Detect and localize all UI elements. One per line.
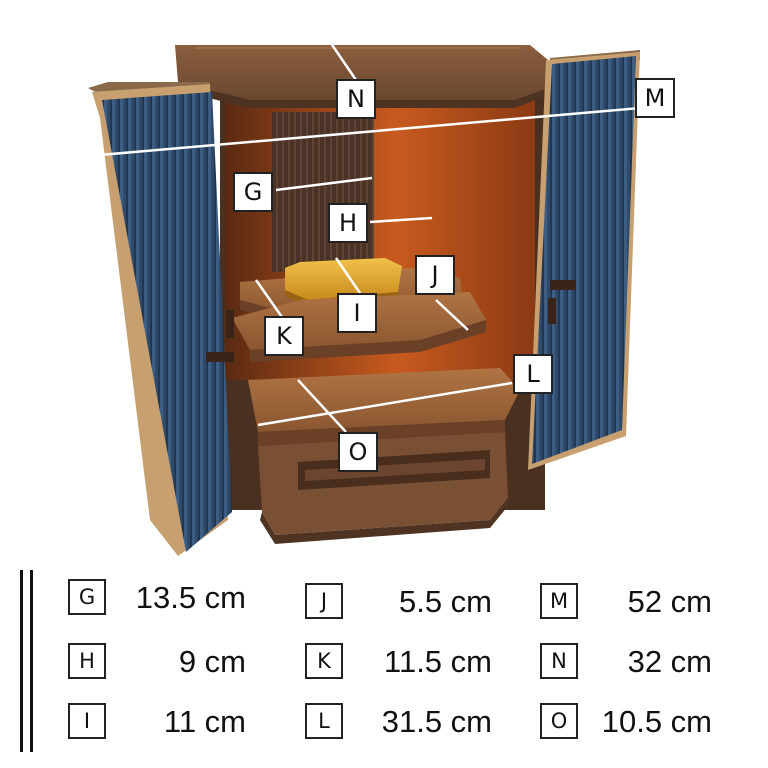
callout-g: G [233, 172, 273, 212]
legend-box-o: O [540, 703, 578, 739]
legend-box-k: K [305, 643, 343, 679]
legend-value-o: 10.5 cm [601, 704, 712, 739]
lower-platform [248, 368, 520, 544]
callout-m: M [635, 78, 675, 118]
legend-value-j: 5.5 cm [398, 584, 492, 619]
legend-value-k: 11.5 cm [384, 644, 492, 679]
legend-box-h: H [68, 643, 106, 679]
legend-divider-left [20, 570, 23, 752]
callout-h: H [328, 203, 368, 243]
legend-value-n: 32 cm [627, 644, 712, 679]
callout-k: K [264, 316, 304, 356]
measurement-lines [99, 29, 641, 433]
line-j [435, 299, 469, 331]
callout-i: I [337, 293, 377, 333]
legend-box-m: M [540, 583, 578, 619]
callout-j: J [415, 255, 455, 295]
legend-box-l: L [305, 703, 343, 739]
legend-box-i: I [68, 703, 106, 739]
line-g [275, 176, 373, 192]
legend-divider-right [30, 570, 33, 752]
legend-value-g: 13.5 cm [135, 580, 246, 615]
callout-o: O [338, 432, 378, 472]
right-door [528, 50, 640, 470]
line-k [254, 279, 286, 321]
line-m [99, 106, 641, 157]
line-l [257, 381, 513, 427]
legend-box-j: J [305, 583, 343, 619]
line-n [320, 29, 358, 81]
line-o [297, 379, 347, 433]
line-h [369, 216, 433, 224]
cabinet-illustration: N M G H J I K L O [88, 29, 675, 556]
left-door [88, 82, 234, 556]
legend-box-g: G [68, 579, 106, 615]
legend-value-m: 52 cm [627, 584, 712, 619]
legend-value-i: 11 cm [163, 704, 246, 739]
legend-value-h: 9 cm [178, 644, 246, 679]
line-i [334, 257, 364, 297]
legend-value-l: 31.5 cm [381, 704, 492, 739]
legend-box-n: N [540, 643, 578, 679]
callout-n: N [336, 79, 376, 119]
callout-l: L [513, 354, 553, 394]
